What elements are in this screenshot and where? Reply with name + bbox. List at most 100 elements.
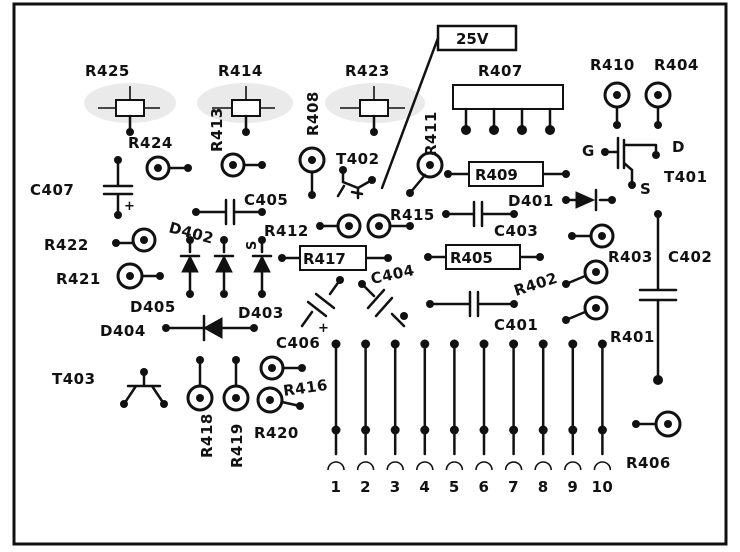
label-r401: R401 <box>610 328 655 346</box>
label-r422: R422 <box>44 236 89 254</box>
resistor-r417 <box>278 245 392 271</box>
label-r407: R407 <box>478 62 523 80</box>
label-r417: R417 <box>303 250 346 268</box>
resistor-r409 <box>444 161 570 187</box>
terminal-9: 9 <box>564 339 582 496</box>
board-outline <box>12 2 728 546</box>
terminal-label-3: 3 <box>390 478 401 496</box>
pad-r410 <box>603 81 631 129</box>
pad-r422 <box>112 227 157 253</box>
label-r409: R409 <box>475 166 518 184</box>
pad-r402 <box>562 259 609 288</box>
voltage-box <box>436 24 518 52</box>
diode-d403: S <box>245 236 273 298</box>
pad-r420 <box>256 386 304 414</box>
label-r403: R403 <box>608 248 653 266</box>
resistor-r405 <box>424 244 544 270</box>
label-g: G <box>582 142 595 160</box>
pad-r413 <box>220 152 266 178</box>
terminal-label-7: 7 <box>508 478 519 496</box>
label-d: D <box>672 138 685 156</box>
label-c401: C401 <box>494 316 538 334</box>
label-t402: T402 <box>336 150 380 168</box>
label-r416: R416 <box>282 376 329 400</box>
capacitor-c405 <box>192 198 266 226</box>
potentiometer-r414 <box>212 86 275 136</box>
pad-c406 <box>259 355 306 381</box>
terminal-10: 10 <box>591 339 613 496</box>
transistor-t402 <box>336 166 376 200</box>
label-t401: T401 <box>664 168 708 186</box>
terminal-label-2: 2 <box>360 478 371 496</box>
terminal-7: 7 <box>504 339 523 496</box>
potentiometer-r425 <box>98 86 160 136</box>
terminal-2: 2 <box>356 339 375 496</box>
label-r405: R405 <box>450 249 493 267</box>
label-c405: C405 <box>244 191 288 209</box>
svg-text:+: + <box>318 321 329 336</box>
terminal-5: 5 <box>445 339 464 496</box>
resistor-block-r407 <box>452 84 564 135</box>
label-r419: R419 <box>228 423 246 468</box>
capacitor-c406: + <box>300 276 344 336</box>
terminal-8: 8 <box>534 339 552 496</box>
terminal-label-6: 6 <box>479 478 490 496</box>
diode-d405 <box>179 236 201 298</box>
label-c403: C403 <box>494 222 538 240</box>
label-r420: R420 <box>254 424 299 442</box>
pad-r412-a <box>316 213 362 239</box>
diode-d404 <box>162 314 258 342</box>
capacitor-c407: + <box>102 156 135 219</box>
label-s: S <box>640 180 651 198</box>
transistor-t403 <box>120 368 168 408</box>
label-r415: R415 <box>390 206 435 224</box>
capacitor-c403 <box>442 200 518 228</box>
terminal-label-1: 1 <box>331 478 342 496</box>
label-r410: R410 <box>590 56 635 74</box>
terminal-6: 6 <box>475 339 493 496</box>
label-r413: R413 <box>208 107 226 152</box>
pad-r421 <box>116 262 164 290</box>
trace-25v-lead <box>380 36 440 190</box>
capacitor-c402 <box>638 210 678 385</box>
terminal-1: 1 <box>327 339 345 496</box>
label-r412: R412 <box>264 222 309 240</box>
label-r406: R406 <box>626 454 671 472</box>
pad-r419 <box>222 356 250 412</box>
svg-text:+: + <box>124 199 135 214</box>
label-r408: R408 <box>304 91 322 136</box>
diode-d401 <box>562 188 616 212</box>
terminal-label-4: 4 <box>419 478 430 496</box>
pad-r403 <box>568 223 615 249</box>
pad-r424 <box>145 155 192 181</box>
pad-r404 <box>644 81 672 129</box>
label-r414: R414 <box>218 62 263 80</box>
pad-r415-a <box>366 213 414 239</box>
label-r411: R411 <box>422 111 440 156</box>
label-d405: D405 <box>130 298 176 316</box>
label-d403: D403 <box>238 304 284 322</box>
label-r423: R423 <box>345 62 390 80</box>
potentiometer-r423 <box>340 86 405 136</box>
label-r404: R404 <box>654 56 699 74</box>
label-r418: R418 <box>198 413 216 458</box>
label-r425: R425 <box>85 62 130 80</box>
capacitor-c401 <box>426 290 518 318</box>
label-c404: C404 <box>369 261 416 288</box>
terminal-label-5: 5 <box>449 478 460 496</box>
pad-r406 <box>632 410 682 438</box>
label-r424: R424 <box>128 134 173 152</box>
terminal-label-9: 9 <box>567 478 578 496</box>
terminal-label-8: 8 <box>538 478 549 496</box>
pad-r408 <box>298 146 326 199</box>
label-25v: 25V <box>456 30 489 48</box>
terminal-3: 3 <box>386 339 404 496</box>
label-d404: D404 <box>100 322 146 340</box>
pad-r401 <box>562 295 609 324</box>
transistor-t401 <box>601 136 660 189</box>
label-d401: D401 <box>508 192 554 210</box>
pad-r418 <box>186 356 214 412</box>
label-r421: R421 <box>56 270 101 288</box>
